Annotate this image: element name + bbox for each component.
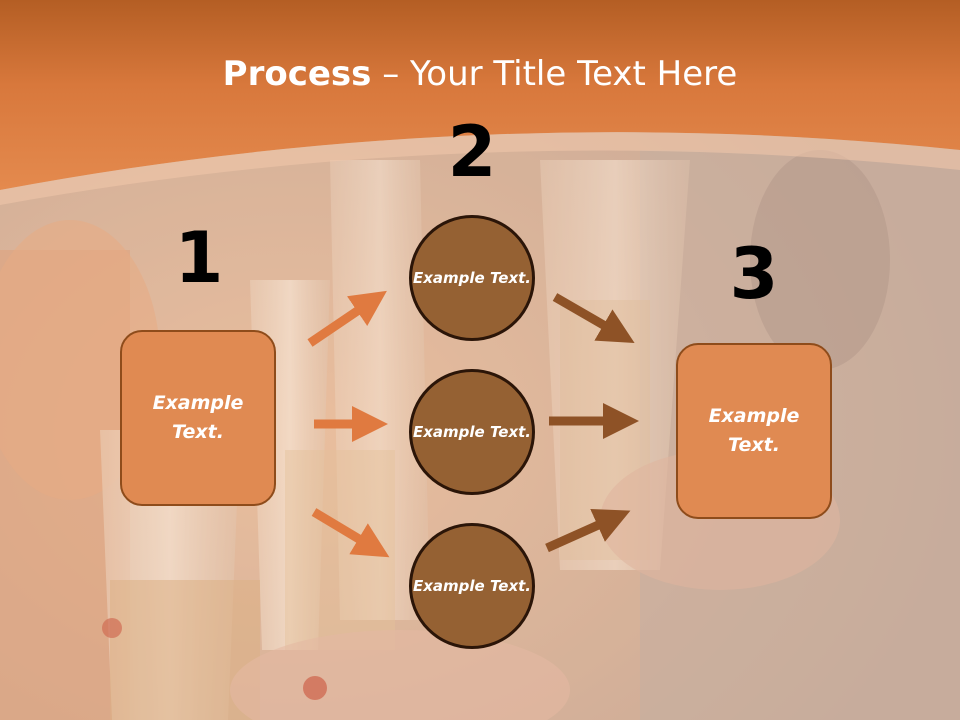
step-1-box: Example Text. [120,330,276,506]
circle-middle-text-line-2: Text. [489,422,531,441]
step-number-3: 3 [729,233,779,315]
title-bold: Process [222,54,372,94]
step-2-circle-middle: Example Text. [409,369,535,495]
circle-middle-text-line-1: Example [413,422,485,441]
circle-top-text-line-1: Example [413,268,485,287]
step-2-circle-top: Example Text. [409,215,535,341]
slide-title: Process – Your Title Text Here [0,52,960,96]
step-1-text-line-1: Example [152,392,244,414]
arrow-circle-top-to-box3 [552,293,635,344]
step-3-text-line-2: Text. [728,434,780,456]
arrow-box1-to-circle-top [307,290,387,347]
step-number-1: 1 [174,217,224,299]
circle-top-text-line-2: Text. [489,268,531,287]
circle-bottom-text-line-2: Text. [489,576,531,595]
circle-bottom-text-line-1: Example [413,576,485,595]
step-1-text-line-2: Text. [172,421,224,443]
title-text: Your Title Text Here [410,54,738,94]
title-dash: – [371,54,411,94]
step-number-2: 2 [447,111,497,193]
step-2-circle-bottom: Example Text. [409,523,535,649]
step-3-box: Example Text. [676,343,832,519]
arrow-circle-bottom-to-box3 [545,508,631,553]
step-3-text-line-1: Example [708,405,800,427]
arrow-box1-to-circle-bottom [311,508,390,558]
